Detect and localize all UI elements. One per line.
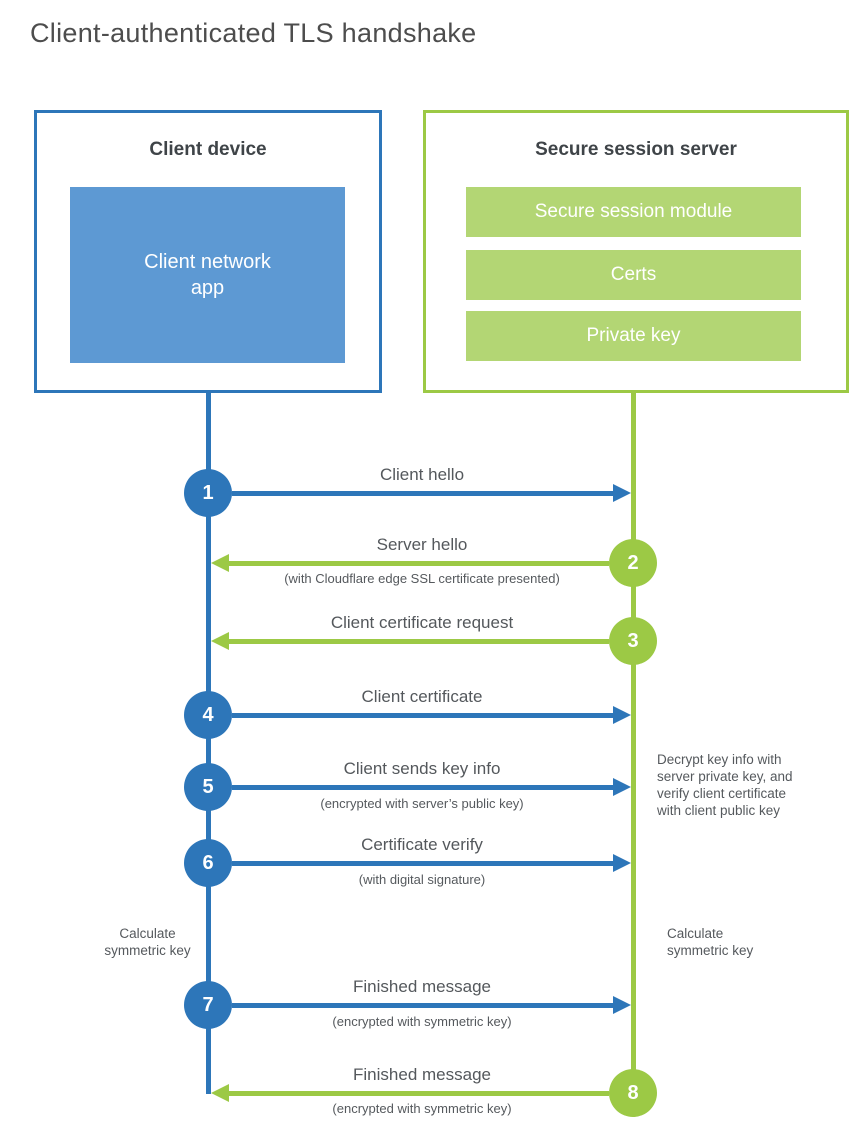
step-sublabel-7: (encrypted with symmetric key) (332, 1014, 512, 1029)
server-calculate-symmetric-key-note: Calculate symmetric key (667, 926, 754, 958)
step-label-6: Certificate verify (361, 835, 483, 854)
arrowhead-right-icon (613, 706, 631, 724)
arrowhead-right-icon (613, 778, 631, 796)
arrow-line-client-certificate-request (229, 639, 609, 644)
server-module-private-key: Private key (466, 311, 801, 361)
arrow-line-client-sends-key-info (232, 785, 613, 790)
server-lifeline (631, 393, 636, 1094)
step-badge-8: 8 (609, 1069, 657, 1117)
step-label-3: Client certificate request (330, 613, 514, 632)
client-lifeline (206, 393, 211, 1094)
arrowhead-left-icon (211, 632, 229, 650)
arrowhead-right-icon (613, 484, 631, 502)
step-badge-6: 6 (184, 839, 232, 887)
arrowhead-left-icon (211, 554, 229, 572)
step-badge-5: 5 (184, 763, 232, 811)
arrow-line-server-hello (229, 561, 609, 566)
step-badge-4: 4 (184, 691, 232, 739)
server-decrypt-note: Decrypt key info with server private key… (657, 752, 793, 818)
step-badge-1: 1 (184, 469, 232, 517)
arrow-line-finished-message-server (229, 1091, 609, 1096)
step-label-4: Client certificate (361, 687, 483, 706)
step-label-7: Finished message (353, 977, 491, 996)
server-module-certs: Certs (466, 250, 801, 300)
step-badge-2: 2 (609, 539, 657, 587)
step-sublabel-5: (encrypted with server’s public key) (320, 796, 524, 811)
step-label-8: Finished message (353, 1065, 491, 1084)
arrow-line-client-hello (232, 491, 613, 496)
arrowhead-left-icon (211, 1084, 229, 1102)
step-sublabel-8: (encrypted with symmetric key) (332, 1101, 512, 1116)
secure-session-server-box: Secure session server Secure session mod… (423, 110, 849, 393)
step-badge-3: 3 (609, 617, 657, 665)
arrowhead-right-icon (613, 996, 631, 1014)
step-sublabel-2: (with Cloudflare edge SSL certificate pr… (284, 571, 560, 586)
client-calculate-symmetric-key-note: Calculate symmetric key (104, 926, 191, 958)
step-label-2: Server hello (376, 535, 468, 554)
server-module-secure-session-module: Secure session module (466, 187, 801, 237)
step-label-1: Client hello (379, 465, 465, 484)
arrow-line-client-certificate (232, 713, 613, 718)
page-title: Client-authenticated TLS handshake (30, 18, 477, 48)
step-badge-7: 7 (184, 981, 232, 1029)
arrowhead-right-icon (613, 854, 631, 872)
secure-session-server-title: Secure session server (535, 139, 737, 160)
step-sublabel-6: (with digital signature) (358, 872, 486, 887)
client-device-title: Client device (149, 139, 267, 160)
client-device-box: Client device Client network app (34, 110, 382, 393)
arrow-line-certificate-verify (232, 861, 613, 866)
arrow-line-finished-message-client (232, 1003, 613, 1008)
step-label-5: Client sends key info (343, 759, 501, 778)
client-network-app-box: Client network app (70, 187, 345, 363)
